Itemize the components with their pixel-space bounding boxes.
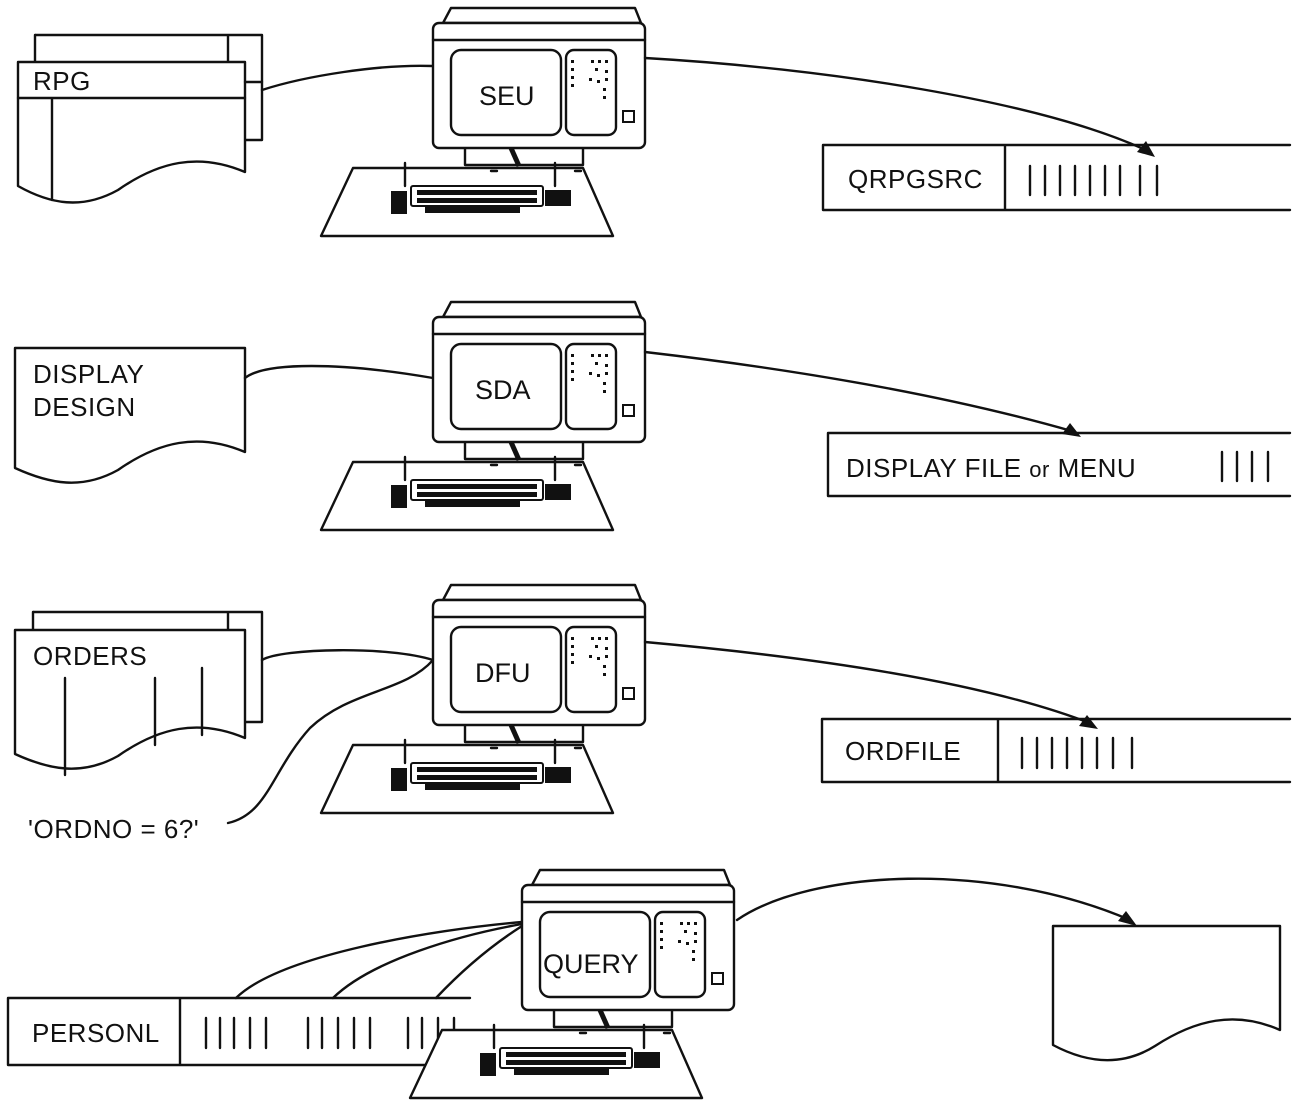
display-file-label-pre: DISPLAY FILE xyxy=(846,453,1029,483)
dfu-terminal: DFU xyxy=(321,585,645,813)
display-design-label-line2: DESIGN xyxy=(33,392,136,422)
display-file-label: DISPLAY FILE or MENU xyxy=(846,453,1136,483)
sda-terminal: SDA xyxy=(321,302,645,530)
design-to-sda-line xyxy=(245,366,433,378)
arrowhead-icon xyxy=(1079,715,1098,729)
dfu-to-ordfile-arrow xyxy=(645,642,1092,724)
sda-label: SDA xyxy=(475,375,531,405)
display-file-label-post: MENU xyxy=(1050,453,1136,483)
seu-to-qrpgsrc-arrow xyxy=(645,58,1150,152)
seu-label: SEU xyxy=(479,81,535,111)
personl-file: PERSONL xyxy=(8,998,470,1065)
personl-label: PERSONL xyxy=(32,1018,160,1048)
qrpgsrc-label: QRPGSRC xyxy=(848,164,983,194)
arrowhead-icon xyxy=(1118,911,1137,926)
query-terminal: QUERY xyxy=(410,870,734,1098)
ordfile-file: ORDFILE xyxy=(822,719,1290,782)
arrowhead-icon xyxy=(1137,141,1155,157)
dfu-label: DFU xyxy=(475,658,531,688)
ordno-query-label: 'ORDNO = 6?' xyxy=(28,814,199,844)
seu-terminal: SEU xyxy=(321,8,645,236)
rpg-source-document: RPG xyxy=(18,35,262,202)
ordfile-label: ORDFILE xyxy=(845,736,961,766)
personl-field-line-3 xyxy=(436,926,522,998)
personl-field-line-2 xyxy=(333,924,522,998)
query-label: QUERY xyxy=(543,949,639,979)
display-file-label-or: or xyxy=(1029,457,1050,482)
rpg-label: RPG xyxy=(33,66,91,96)
display-design-label-line1: DISPLAY xyxy=(33,359,144,389)
orders-document: ORDERS xyxy=(15,612,262,775)
orders-to-dfu-line xyxy=(262,650,433,660)
report-document xyxy=(1053,926,1280,1060)
display-design-document: DISPLAY DESIGN xyxy=(15,348,245,483)
qrpgsrc-file: QRPGSRC xyxy=(823,145,1290,210)
sda-to-display-file-arrow xyxy=(645,352,1075,432)
query-to-report-arrow xyxy=(737,879,1130,920)
rpg-to-seu-line xyxy=(262,66,433,90)
display-file-box: DISPLAY FILE or MENU xyxy=(828,433,1290,496)
orders-label: ORDERS xyxy=(33,641,147,671)
